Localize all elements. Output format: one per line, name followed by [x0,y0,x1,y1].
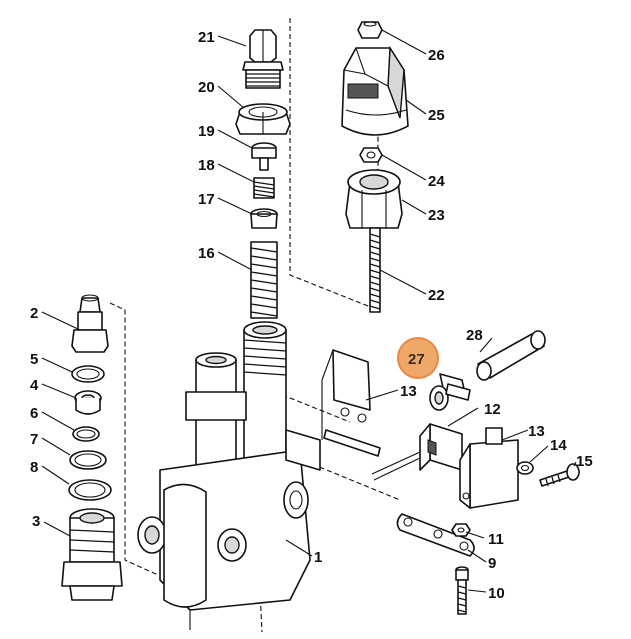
part-9-linkage-plate [396,513,475,557]
callout-1[interactable]: 1 [314,549,322,566]
part-26-cap-nut [357,21,383,39]
part-24-lock-nut [359,147,383,163]
part-4-washer [74,390,102,415]
callout-11[interactable]: 11 [488,531,504,548]
highlight-marker-27[interactable] [397,337,439,379]
callout-17[interactable]: 17 [198,191,215,208]
part-19-valve-pin [251,142,277,171]
part-7-o-ring [69,450,107,470]
callout-21[interactable]: 21 [198,29,215,46]
part-10-bolt [455,566,469,615]
callout-15[interactable]: 15 [576,453,593,470]
callout-5[interactable]: 5 [30,351,38,368]
callout-2[interactable]: 2 [30,305,38,322]
callout-13-left[interactable]: 13 [400,383,417,400]
callout-7[interactable]: 7 [30,431,38,448]
callout-6[interactable]: 6 [30,405,38,422]
part-3-check-valve [61,508,123,601]
callout-23[interactable]: 23 [428,207,445,224]
part-14-washer [516,461,534,475]
callout-20[interactable]: 20 [198,79,215,96]
part-17-cup [250,208,278,229]
part-6-small-o-ring [72,426,100,442]
callout-19[interactable]: 19 [198,123,215,140]
callout-3[interactable]: 3 [32,513,40,530]
part-20-nut [235,103,291,135]
part-13-switch-housing [459,427,519,509]
part-28-pin [476,330,546,381]
part-15-screw [539,463,580,487]
part-5-o-ring [71,365,105,383]
callout-28[interactable]: 28 [466,327,483,344]
part-11-small-nut [451,523,471,537]
callout-14[interactable]: 14 [550,437,567,454]
part-25-regulator-cap [341,45,409,136]
callout-labels: 21 20 19 18 17 16 26 25 24 23 22 2 5 4 6… [30,29,593,602]
callout-4[interactable]: 4 [30,377,39,394]
callout-18[interactable]: 18 [198,157,215,174]
part-13-bracket-left [321,349,381,457]
callout-8[interactable]: 8 [30,459,38,476]
part-2-valve-insert [71,294,109,353]
callout-9[interactable]: 9 [488,555,496,572]
callout-13-right[interactable]: 13 [528,423,545,440]
part-12-micro-switch [371,423,463,481]
part-23-hex-nut [345,169,403,229]
leader-lines [41,29,577,593]
part-21-bleed-screw [242,29,284,89]
part-22-threaded-rod [369,227,381,313]
callout-24[interactable]: 24 [428,173,445,190]
callout-12[interactable]: 12 [484,401,501,418]
callout-16[interactable]: 16 [198,245,215,262]
part-18-small-spring [253,177,275,199]
part-1-pump-housing [137,321,321,630]
part-27-fitting [429,373,471,411]
part-16-main-spring [250,241,278,319]
callout-27[interactable]: 27 [408,351,425,368]
callout-26[interactable]: 26 [428,47,445,64]
part-8-large-o-ring [68,479,112,501]
callout-22[interactable]: 22 [428,287,445,304]
callout-25[interactable]: 25 [428,107,445,124]
callout-10[interactable]: 10 [488,585,505,602]
